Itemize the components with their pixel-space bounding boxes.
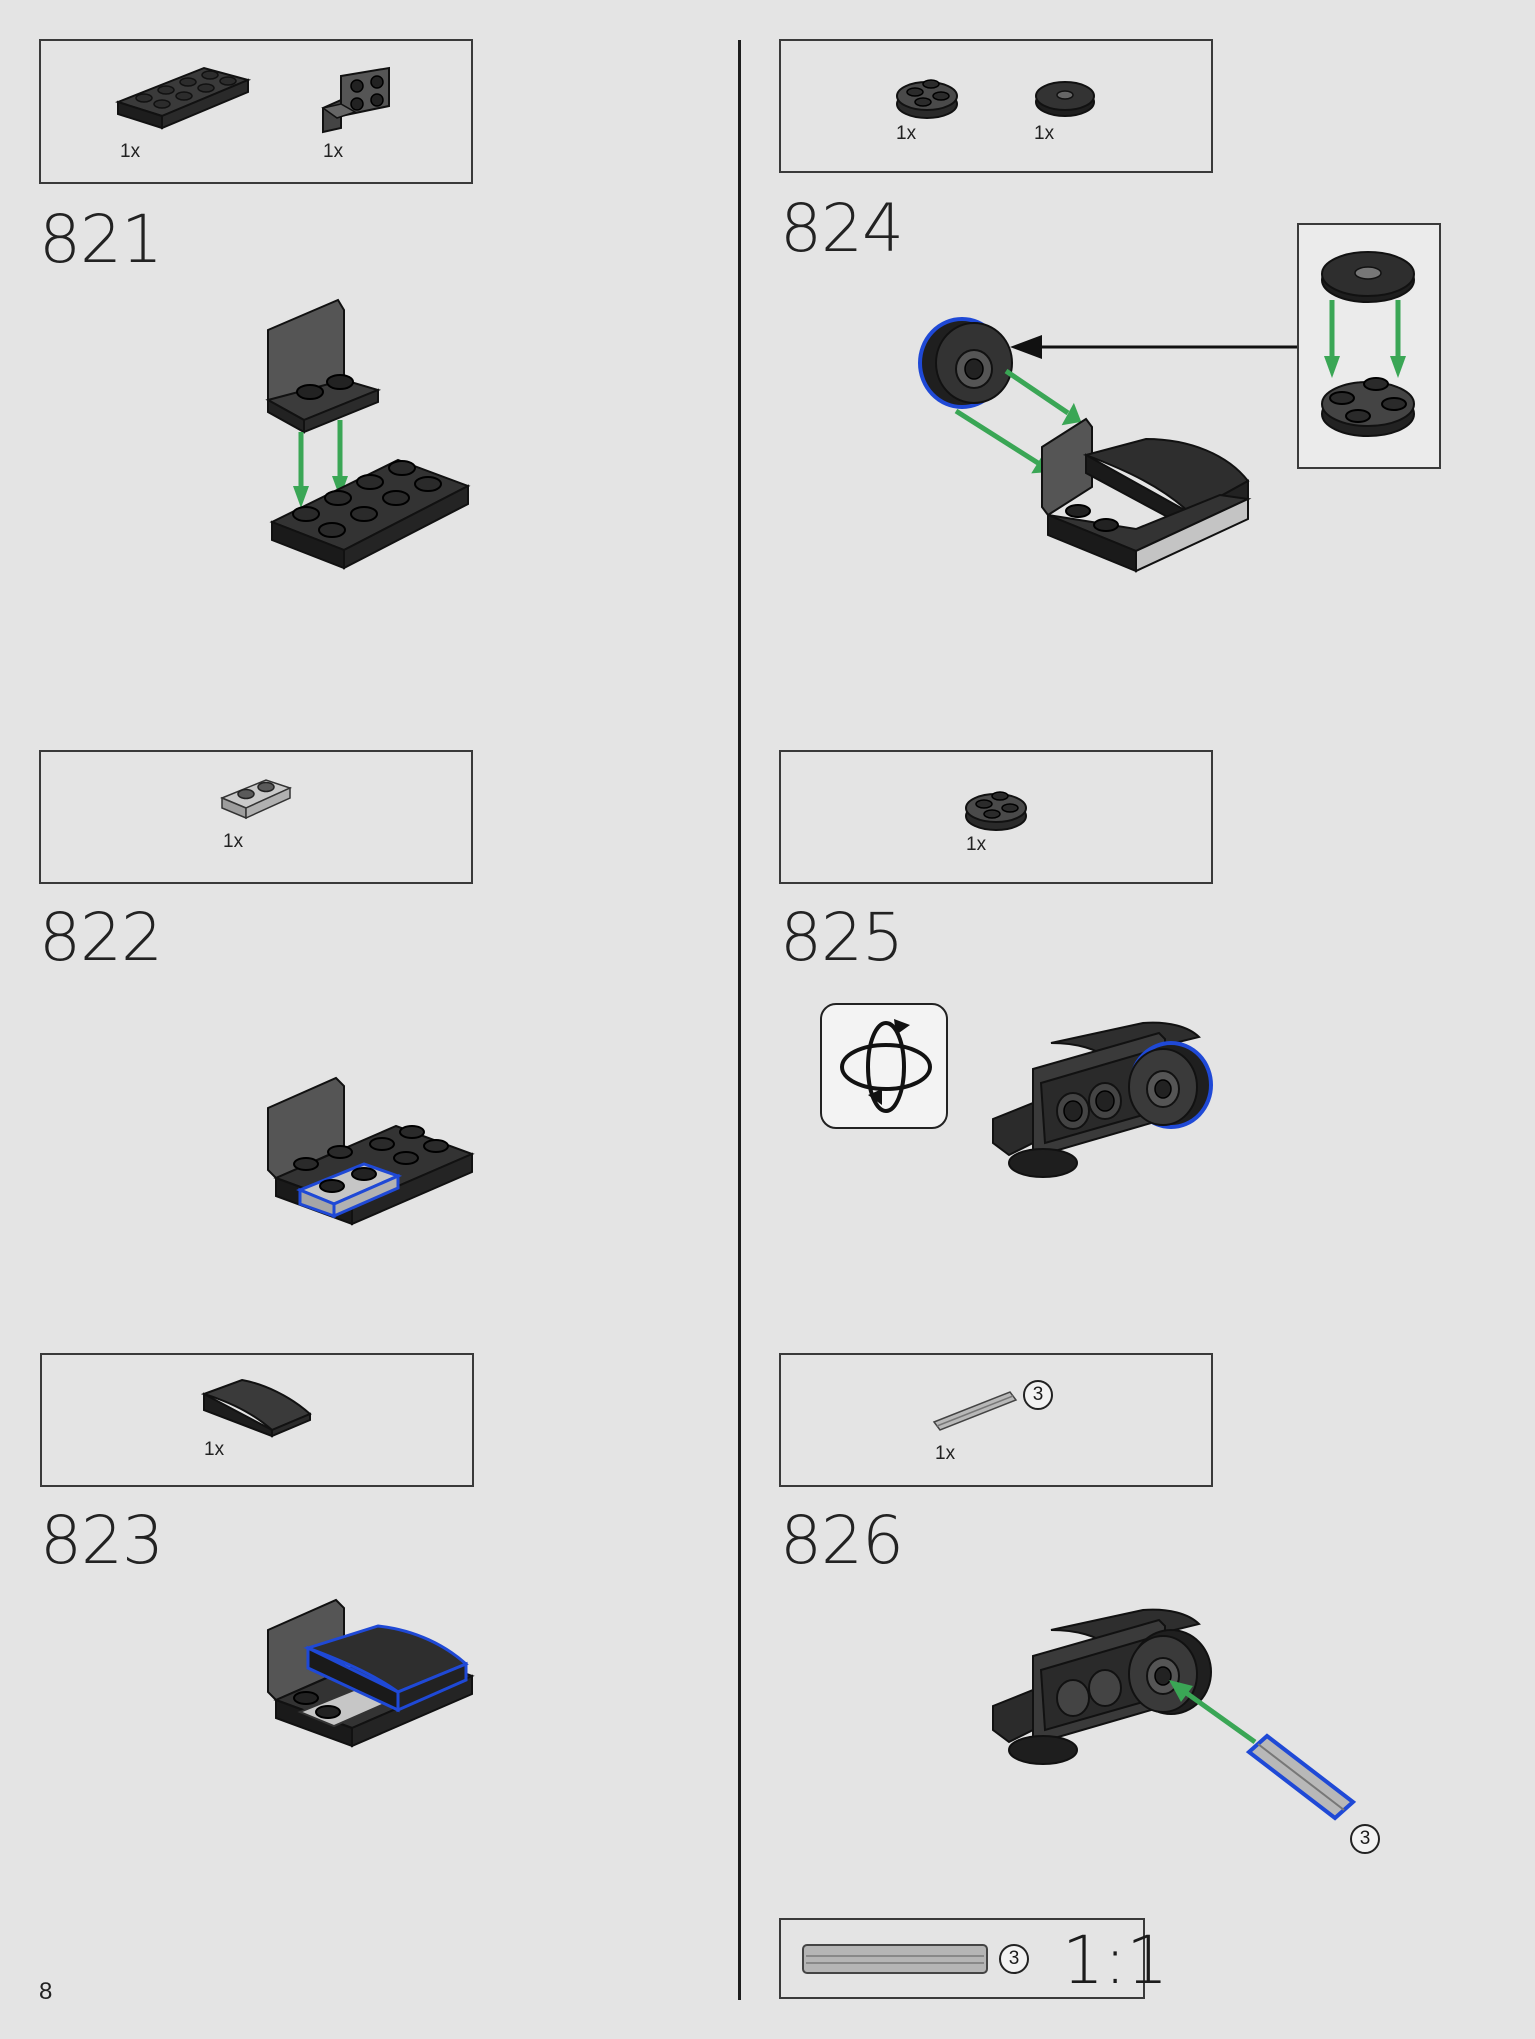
parts-box-824 (779, 39, 1213, 173)
parts-box-826 (779, 1353, 1213, 1487)
step-number: 823 (40, 1502, 164, 1579)
step-number: 822 (39, 899, 163, 976)
step-821-assembly (265, 298, 471, 570)
step-824-assembly (918, 317, 1297, 573)
step-825-assembly (992, 1021, 1213, 1178)
column-divider (738, 40, 741, 2000)
part-qty: 1x (966, 834, 987, 855)
part-qty: 1x (935, 1443, 956, 1464)
step-number: 821 (39, 201, 163, 278)
axle-length-badge: 3 (1023, 1380, 1053, 1410)
part-qty: 1x (323, 141, 344, 162)
round-plate-2x2-black-icon (896, 79, 958, 119)
bracket-black-icon (321, 66, 390, 134)
part-qty: 1x (204, 1439, 225, 1460)
step-number: 824 (780, 190, 904, 267)
parts-box-821 (39, 39, 473, 184)
part-qty: 1x (120, 141, 141, 162)
round-plate-2x2-black-icon (965, 791, 1027, 831)
round-tile-2x2-hole-black-icon (1035, 81, 1095, 117)
part-qty: 1x (896, 123, 917, 144)
rotate-model-indicator (820, 1003, 948, 1129)
axle-actual-size-icon (802, 1944, 988, 1974)
curved-slope-black-icon (200, 1378, 312, 1438)
step-826-assembly (992, 1608, 1357, 1821)
step-822-assembly (267, 1076, 475, 1226)
axle-length-badge: 3 (1350, 1824, 1380, 1854)
parts-box-822 (39, 750, 473, 884)
step-823-assembly (267, 1598, 475, 1748)
rotate-icon (840, 1019, 932, 1113)
page-number: 8 (39, 1978, 53, 2005)
step-number: 826 (780, 1502, 904, 1579)
axle-length-badge: 3 (999, 1944, 1029, 1974)
sub-assembly-callout-drawing (1321, 251, 1415, 437)
parts-box-823 (40, 1353, 474, 1487)
scale-label: 1:1 (1062, 1922, 1169, 1999)
axle-3-gray-icon (932, 1391, 1018, 1431)
plate-1x2-lightgray-icon (220, 779, 293, 820)
part-qty: 1x (223, 831, 244, 852)
plate-2x4-black-icon (115, 66, 252, 130)
part-qty: 1x (1034, 123, 1055, 144)
step-number: 825 (780, 899, 904, 976)
